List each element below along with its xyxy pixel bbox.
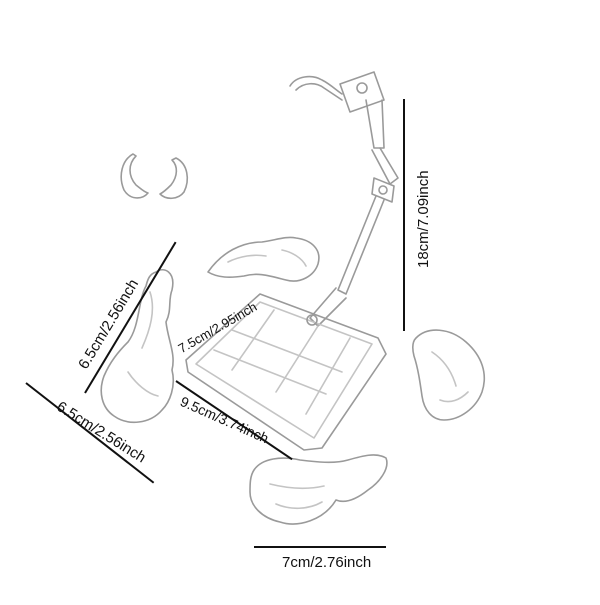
left-effect	[100, 268, 175, 423]
stand-height-line	[403, 99, 405, 331]
stand-base	[185, 293, 387, 451]
bottom-effect-width-label: 7cm/2.76inch	[282, 554, 372, 571]
top-effect	[207, 236, 320, 282]
stand-arm	[289, 71, 399, 327]
right-effect	[411, 329, 486, 421]
bottom-effect	[249, 454, 388, 525]
bottom-effect-width-line	[254, 546, 386, 548]
stand-height-label: 18cm/7.09inch	[415, 170, 432, 268]
hand-clips	[120, 153, 189, 200]
